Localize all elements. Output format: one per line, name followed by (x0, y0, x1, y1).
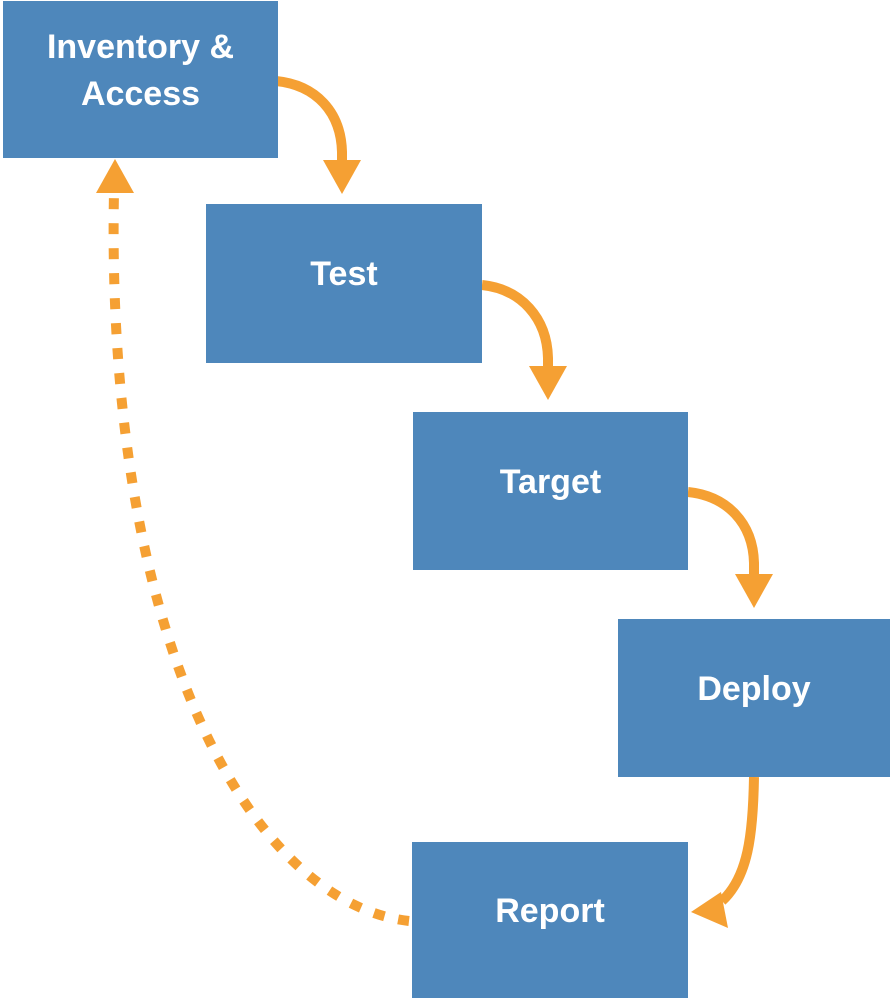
node-deploy-label: Deploy (697, 669, 811, 708)
node-target: Target (413, 412, 688, 570)
arrow-test-to-target (481, 280, 567, 400)
node-report: Report (412, 842, 688, 998)
arrow-target-to-deploy (687, 487, 773, 608)
node-inventory-access: Inventory & Access (3, 1, 278, 158)
arrow-inventory-to-test (275, 76, 361, 194)
node-target-label: Target (499, 462, 602, 501)
arrow-deploy-to-report (691, 776, 759, 928)
node-inventory-access-label: Inventory & Access (46, 27, 235, 113)
node-test: Test (206, 204, 482, 363)
node-deploy: Deploy (618, 619, 890, 777)
node-test-label: Test (310, 255, 378, 294)
node-report-label: Report (495, 891, 605, 930)
